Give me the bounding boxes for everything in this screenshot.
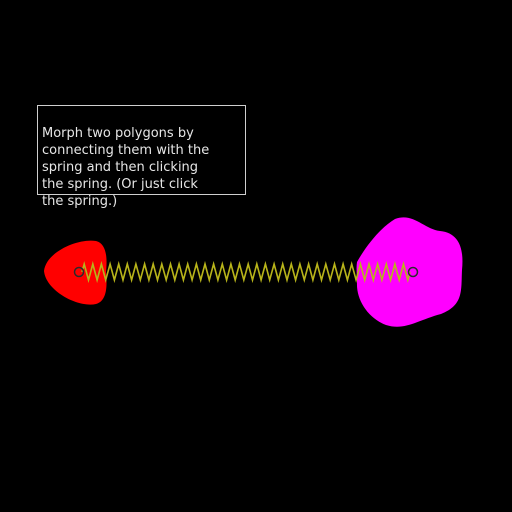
right-anchor-handle-icon[interactable] <box>407 266 419 278</box>
spring[interactable] <box>81 260 411 284</box>
left-polygon[interactable] <box>44 240 107 305</box>
instructions-text: Morph two polygons by connecting them wi… <box>42 126 210 209</box>
instructions-box: Morph two polygons by connecting them wi… <box>37 105 246 209</box>
left-anchor-handle-icon[interactable] <box>73 266 85 278</box>
